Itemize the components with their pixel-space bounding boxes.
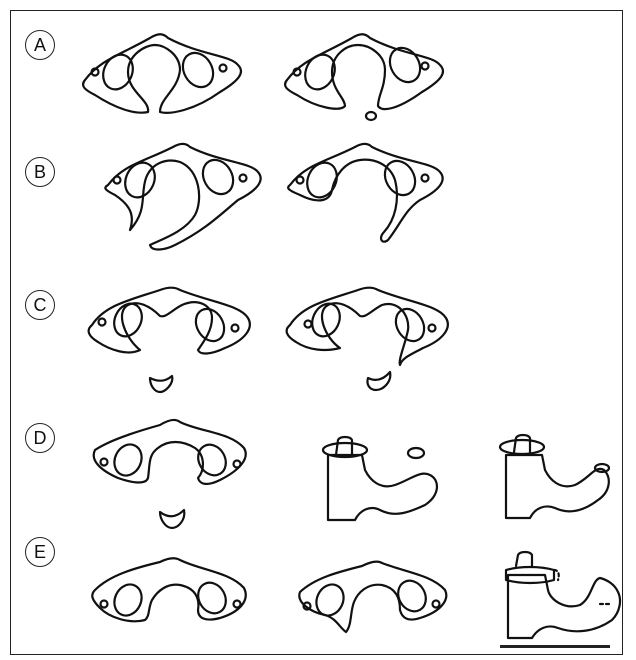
row-d-drawing-3 [500,435,609,518]
row-a-drawing-2 [285,34,443,120]
row-d-drawing-2 [323,437,437,520]
row-a-drawing-1 [83,34,241,113]
row-e-drawing-3 [506,552,620,638]
row-e-drawing-2 [299,562,446,632]
row-b-drawing-1 [105,144,260,250]
row-e-drawing-1 [92,558,245,621]
row-c-drawing-1 [89,288,250,392]
row-b-drawing-2 [288,144,443,242]
row-d-drawing-1 [94,420,246,528]
footer-rule [500,645,610,648]
row-c-drawing-2 [287,288,448,390]
